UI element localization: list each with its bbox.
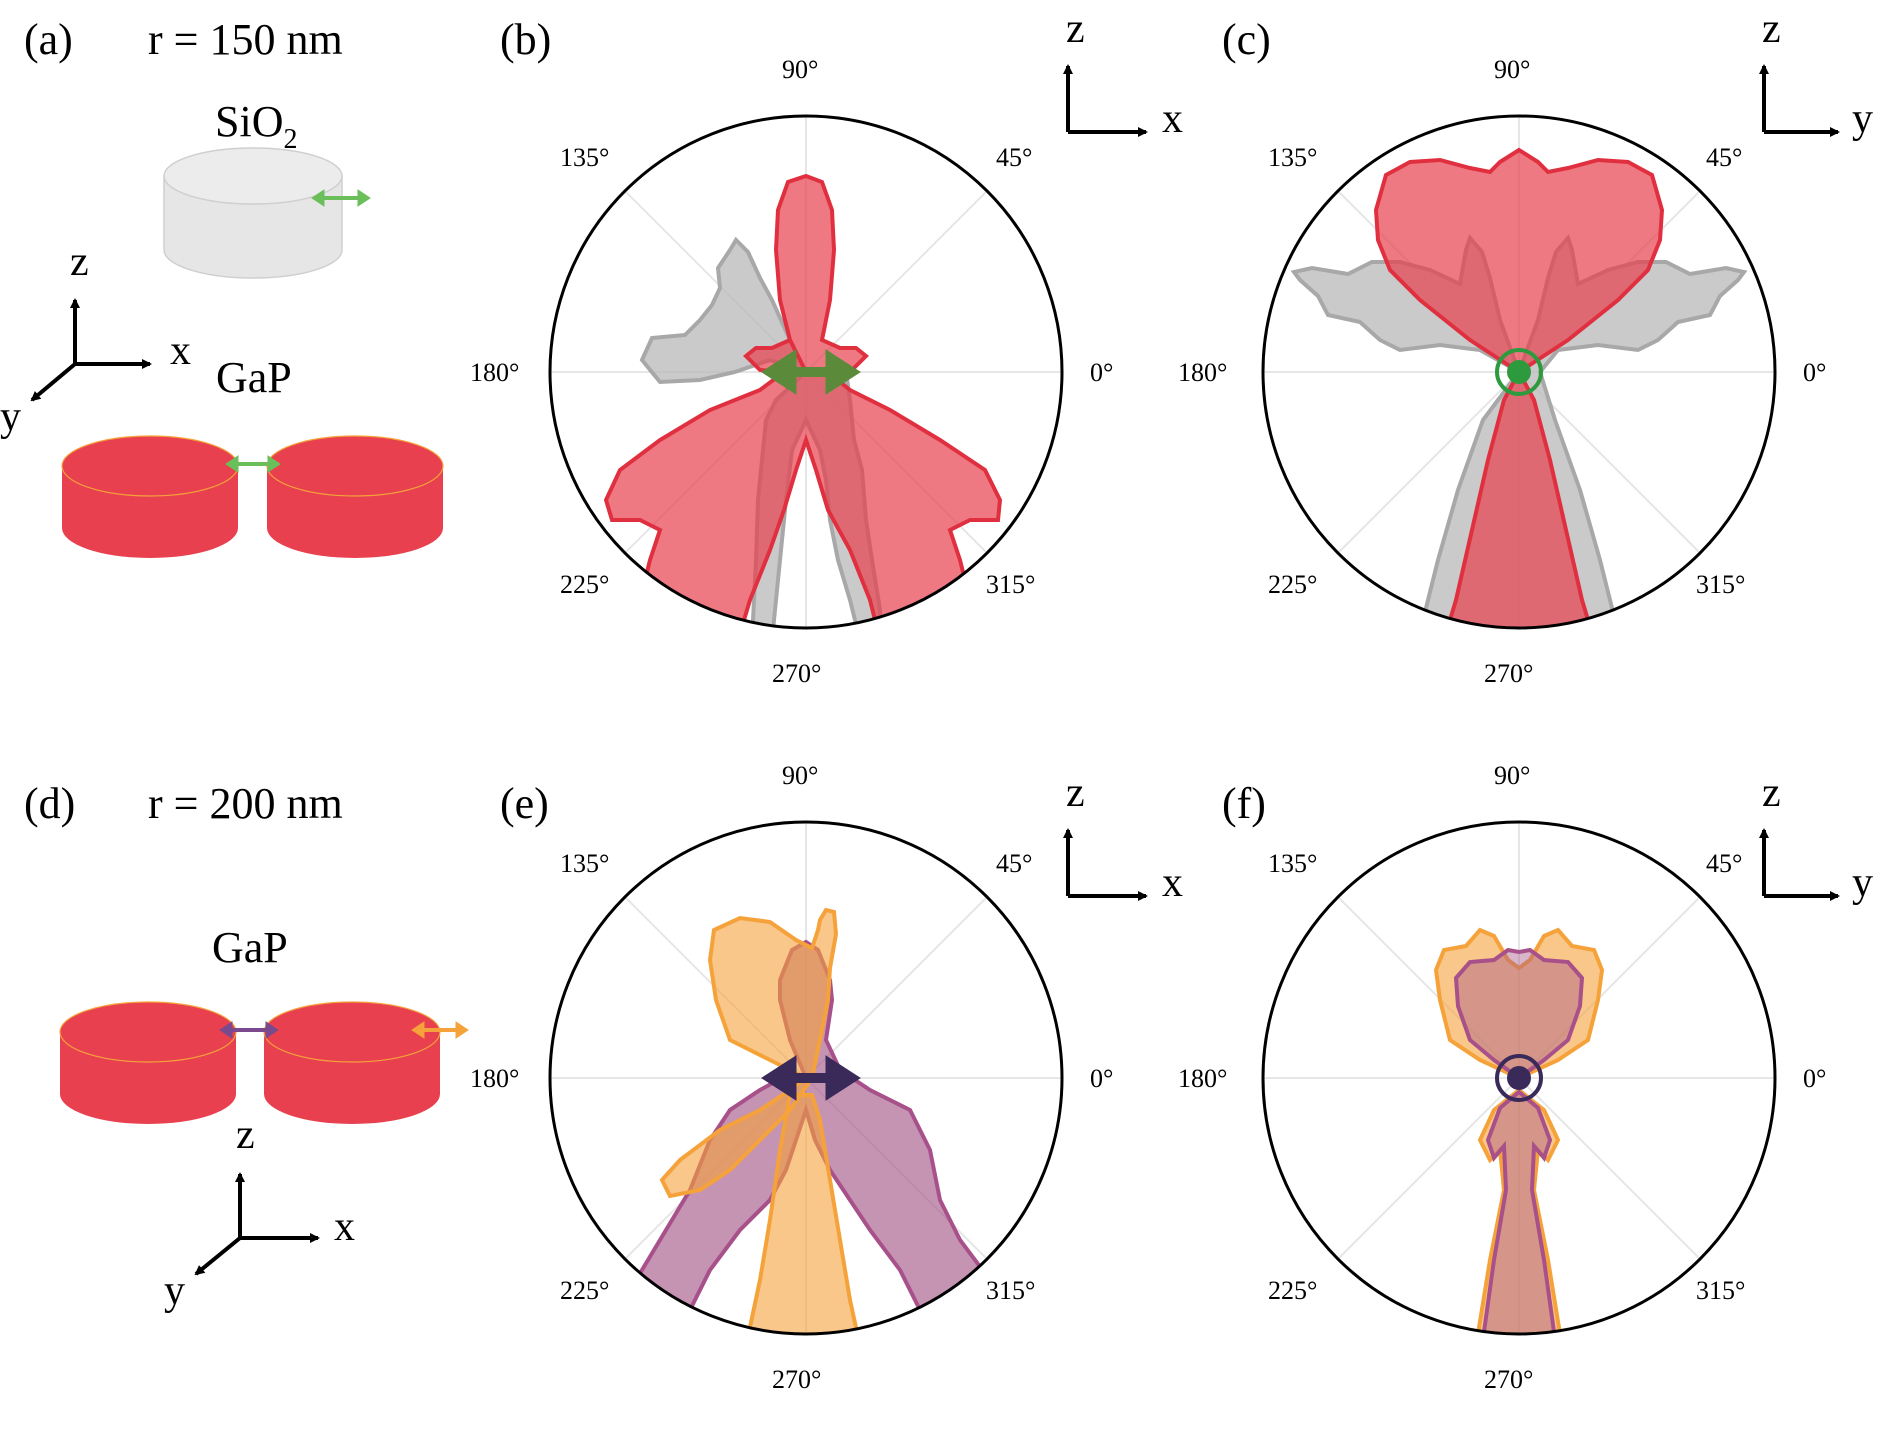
- polar-panel-c: (c) 0° 45° 90° 135° 180° 225° 270° 315° …: [1178, 6, 1873, 688]
- frame-axes-e: [1063, 828, 1148, 901]
- dipole-dot-f: [1495, 1054, 1543, 1102]
- dipole-dot-c: [1495, 348, 1543, 396]
- frame-up-e: z: [1066, 770, 1085, 816]
- gap-dipole-arrow-d: [219, 1021, 279, 1039]
- pattern-orange-f: [1433, 927, 1605, 1334]
- tick-0-c: 0°: [1803, 358, 1826, 387]
- tick-180-b: 180°: [470, 358, 519, 387]
- frame-axes-f: [1759, 828, 1840, 901]
- tick-0-e: 0°: [1090, 1064, 1113, 1093]
- axes-3d-d: [194, 1172, 320, 1276]
- axis-x-d: x: [334, 1204, 355, 1250]
- gap-disk-left: [61, 435, 239, 558]
- tick-90-e: 90°: [782, 761, 818, 790]
- sio2-label: SiO2: [215, 97, 297, 155]
- tick-135-b: 135°: [560, 143, 609, 172]
- frame-right-c: y: [1852, 96, 1873, 142]
- pattern-purple-f: [1453, 947, 1585, 1334]
- frame-axes-c: [1759, 64, 1840, 137]
- panel-label-b: (b): [500, 15, 551, 64]
- panel-label-e: (e): [500, 779, 549, 828]
- gap-label-a: GaP: [216, 353, 292, 402]
- schematic-d: (d) r = 200 nm GaP z x y: [24, 779, 469, 1314]
- panel-label-c: (c): [1222, 15, 1271, 64]
- tick-180-e: 180°: [470, 1064, 519, 1093]
- tick-90-b: 90°: [782, 55, 818, 84]
- gap-disk-right: [266, 435, 444, 558]
- frame-right-b: x: [1162, 96, 1183, 142]
- polar-panel-f: (f) 0° 45° 90° 135° 180° 225° 270° 315° …: [1178, 761, 1873, 1394]
- radius-label-a: r = 150 nm: [148, 15, 343, 64]
- frame-axes-b: [1063, 64, 1148, 137]
- tick-225-c: 225°: [1268, 570, 1317, 599]
- panel-label-f: (f): [1222, 779, 1266, 828]
- panel-label-d: (d): [24, 779, 75, 828]
- gap-label-d: GaP: [212, 923, 288, 972]
- axes-3d-a: [30, 298, 152, 402]
- polar-boundary-e: [548, 820, 1064, 1336]
- frame-up-f: z: [1762, 770, 1781, 816]
- tick-45-f: 45°: [1706, 849, 1742, 878]
- polar-panel-e: (e) 0° 45° 90° 135° 180° 225° 270° 315° …: [470, 761, 1183, 1394]
- frame-right-f: y: [1852, 860, 1873, 906]
- gap-dipole-arrow-a: [225, 455, 281, 473]
- tick-135-f: 135°: [1268, 849, 1317, 878]
- axis-y-d: y: [164, 1268, 185, 1314]
- tick-225-f: 225°: [1268, 1276, 1317, 1305]
- axis-z-a: z: [70, 239, 89, 285]
- tick-180-f: 180°: [1178, 1064, 1227, 1093]
- axis-z-d: z: [236, 1112, 255, 1158]
- schematic-a: (a) r = 150 nm SiO2 z x y GaP: [0, 15, 444, 558]
- edge-dipole-arrow-d: [411, 1021, 469, 1039]
- tick-135-e: 135°: [560, 849, 609, 878]
- tick-225-b: 225°: [560, 570, 609, 599]
- polar-boundary-b: [548, 114, 1064, 630]
- polar-boundary-f: [1261, 820, 1777, 1336]
- pattern-orange-e: [659, 907, 863, 1334]
- tick-315-e: 315°: [986, 1276, 1035, 1305]
- tick-90-c: 90°: [1494, 55, 1530, 84]
- gap-disk-right-d: [263, 1001, 441, 1124]
- sio2-disk: [163, 147, 343, 279]
- dipole-arrow-e: [761, 1055, 861, 1101]
- dipole-arrow-b: [761, 349, 861, 395]
- tick-0-f: 0°: [1803, 1064, 1826, 1093]
- radius-label-d: r = 200 nm: [148, 779, 343, 828]
- pattern-red-b: [603, 173, 1003, 628]
- sio2-dipole-arrow: [311, 189, 371, 207]
- tick-45-e: 45°: [996, 849, 1032, 878]
- frame-right-e: x: [1162, 860, 1183, 906]
- tick-90-f: 90°: [1494, 761, 1530, 790]
- tick-45-c: 45°: [1706, 143, 1742, 172]
- gap-disk-left-d: [59, 1001, 237, 1124]
- tick-270-b: 270°: [772, 659, 821, 688]
- tick-315-f: 315°: [1696, 1276, 1745, 1305]
- frame-up-b: z: [1066, 6, 1085, 52]
- axis-y-a: y: [0, 394, 21, 440]
- tick-270-e: 270°: [772, 1365, 821, 1394]
- axis-x-a: x: [170, 328, 191, 374]
- tick-135-c: 135°: [1268, 143, 1317, 172]
- polar-boundary-c: [1261, 114, 1777, 630]
- tick-270-f: 270°: [1484, 1365, 1533, 1394]
- frame-up-c: z: [1762, 6, 1781, 52]
- tick-225-e: 225°: [560, 1276, 609, 1305]
- tick-315-c: 315°: [1696, 570, 1745, 599]
- panel-label-a: (a): [24, 15, 73, 64]
- tick-270-c: 270°: [1484, 659, 1533, 688]
- tick-180-c: 180°: [1178, 358, 1227, 387]
- tick-45-b: 45°: [996, 143, 1032, 172]
- tick-315-b: 315°: [986, 570, 1035, 599]
- tick-0-b: 0°: [1090, 358, 1113, 387]
- polar-panel-b: (b) 0° 45° 90° 135° 180° 225° 270° 315° …: [470, 6, 1183, 688]
